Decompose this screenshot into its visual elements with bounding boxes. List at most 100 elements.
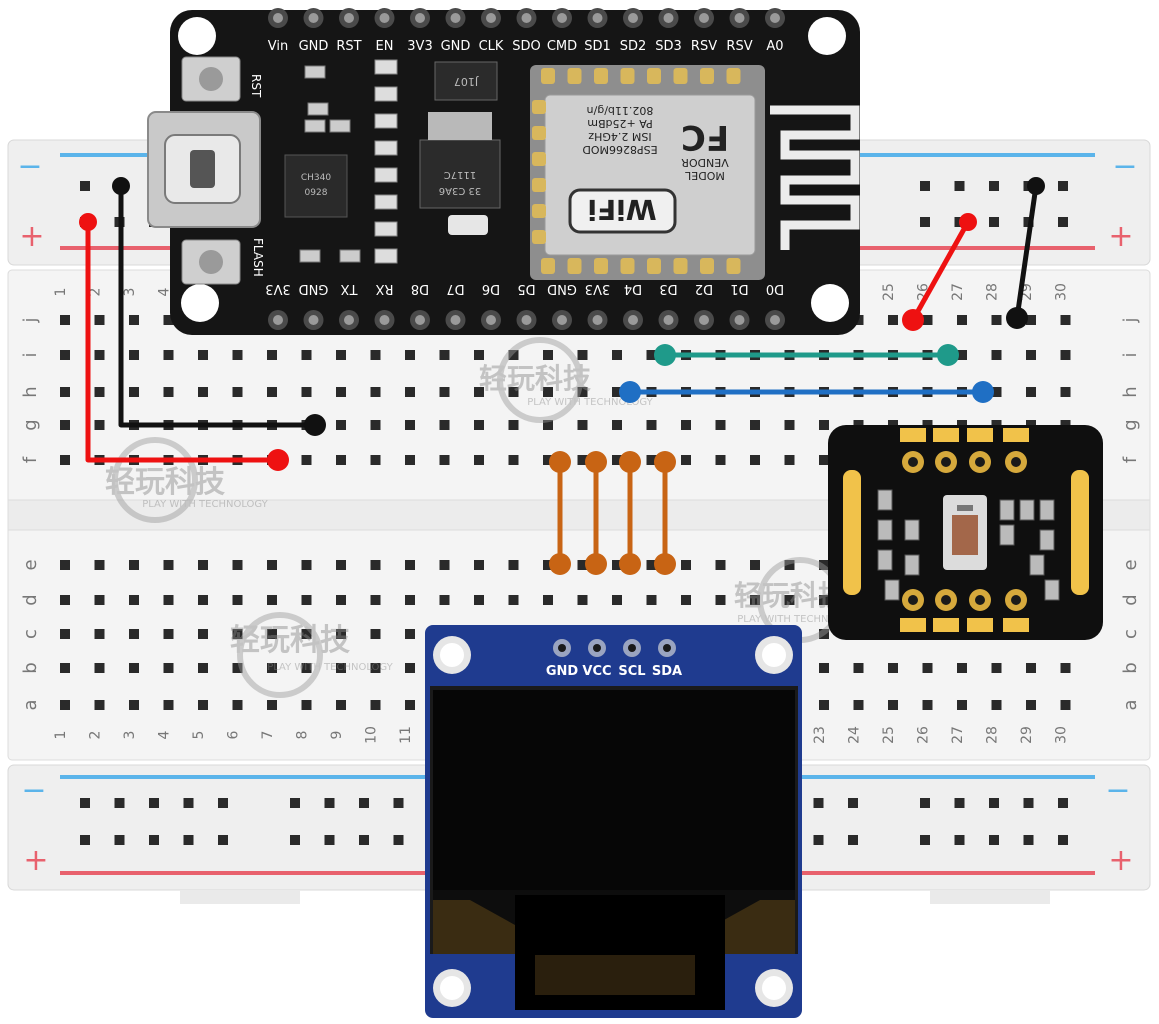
top-rail-plus-left: +	[19, 219, 44, 254]
breadboard-hole	[370, 560, 381, 570]
breadboard-hole	[232, 700, 243, 710]
breadboard-hole	[301, 700, 312, 710]
rail-hole	[1023, 798, 1034, 808]
esp-pin-label-top: RSV	[726, 39, 752, 54]
watermark-1: 轻玩科技 PLAY WITH TECHNOLOGY	[479, 337, 654, 423]
sensor-pin-top-inner	[941, 457, 951, 467]
esp-pin-label-bottom: D1	[730, 281, 748, 296]
esp-smd-part	[304, 65, 326, 79]
rail-hole	[954, 181, 965, 191]
breadboard-hole	[405, 420, 415, 430]
svg-text:轻玩科技: 轻玩科技	[230, 623, 350, 658]
wire-orange-1-end-a	[549, 451, 571, 473]
breadboard-hole	[129, 315, 139, 325]
breadboard-hole	[94, 663, 105, 673]
esp12-castellated-pads	[532, 68, 741, 274]
breadboard-hole	[60, 387, 70, 397]
esp-pin-top-inner	[450, 13, 461, 23]
breadboard-hole	[336, 420, 346, 430]
breadboard-hole	[991, 350, 1002, 360]
esp-pin-top-inner	[628, 13, 638, 23]
module-pad-side	[532, 152, 546, 166]
sensor-smd-part	[877, 549, 893, 571]
esp-resistor	[374, 221, 398, 237]
breadboard-hole	[957, 350, 967, 360]
rail-hole	[989, 217, 999, 227]
esp-resistor	[374, 59, 398, 75]
oled-pin-label: VCC	[582, 664, 611, 679]
rail-hole	[813, 835, 824, 845]
breadboard-hole	[888, 315, 898, 325]
breadboard-hole	[577, 387, 588, 397]
breadboard-hole	[163, 560, 174, 570]
breadboard-hole	[715, 595, 726, 605]
flash-button-cap[interactable]	[199, 250, 223, 274]
capacitor	[448, 215, 488, 235]
esp-pin-top-inner	[273, 13, 283, 23]
breadboard-hole	[543, 420, 553, 430]
rail-hole	[393, 835, 404, 845]
esp12-module-text-line: PA +25dBm	[587, 117, 652, 130]
row-letter: a	[20, 699, 41, 710]
esp-pin-label-bottom: D4	[624, 281, 642, 296]
rst-button-label: RST	[249, 74, 263, 98]
breadboard-hole	[474, 455, 484, 465]
esp-pin-top-inner	[344, 13, 354, 23]
oled-hole-br-inner	[762, 976, 786, 1000]
oled-hole-tr-inner	[762, 643, 786, 667]
breadboard-hole	[163, 700, 174, 710]
column-number-bottom: 23	[812, 726, 828, 744]
column-number-bottom: 7	[260, 731, 276, 740]
oled-screen	[433, 690, 795, 890]
module-pad-top	[594, 68, 608, 84]
sensor-pin-bottom-inner	[908, 595, 918, 605]
breadboard-hole	[439, 350, 450, 360]
breadboard-hole	[336, 629, 346, 639]
breadboard-hole	[301, 350, 312, 360]
breadboard-hole	[129, 560, 139, 570]
esp-pin-label-top: SD3	[655, 39, 682, 54]
bottom-rail-plus-right: +	[1108, 843, 1133, 878]
rst-button-cap[interactable]	[199, 67, 223, 91]
oled-bezel-right-amber	[715, 900, 795, 954]
breadboard-hole	[646, 560, 657, 570]
breadboard-hole	[612, 595, 622, 605]
breadboard-hole	[612, 350, 622, 360]
breadboard-hole	[543, 560, 553, 570]
breadboard-hole	[198, 700, 208, 710]
sensor-smd-components	[877, 489, 1060, 601]
wire-red-left	[85, 222, 278, 463]
oled-hole-bl-inner	[440, 976, 464, 1000]
wire-black-right-end-a	[1027, 177, 1045, 195]
module-pad-bottom	[620, 258, 635, 274]
rail-hole	[290, 798, 300, 808]
esp-pin-bottom-inner	[273, 315, 283, 325]
top-rail-plus-right: +	[1108, 219, 1133, 254]
breadboard-hole	[474, 350, 484, 360]
rail-hole	[813, 798, 824, 808]
breadboard-hole	[750, 420, 760, 430]
rail-hole	[183, 798, 194, 808]
breadboard-hole	[888, 663, 898, 673]
row-letter: f	[20, 456, 41, 463]
sensor-header-pad	[933, 428, 959, 442]
module-pad-top	[541, 68, 555, 84]
esp-mount-hole-tr	[808, 17, 846, 55]
breadboard-hole	[336, 387, 346, 397]
sensor-pin-top-inner	[1011, 457, 1021, 467]
breadboard-hole	[1060, 663, 1071, 673]
breadboard-hole	[991, 315, 1002, 325]
wire-blue-end-a	[619, 381, 641, 403]
breadboard-hole	[336, 700, 346, 710]
esp-mount-hole-br	[811, 284, 849, 322]
esp-smd-part	[307, 102, 329, 116]
breadboard-hole	[784, 595, 795, 605]
wire-black-right-end-b	[1006, 307, 1028, 329]
wifi-logo-text: WiFi	[587, 193, 656, 226]
esp-pin-label-bottom: GND	[547, 281, 577, 296]
esp-pin-label-top: Vin	[268, 39, 288, 54]
esp-pin-bottom-inner	[344, 315, 354, 325]
rail-hole	[218, 835, 228, 845]
